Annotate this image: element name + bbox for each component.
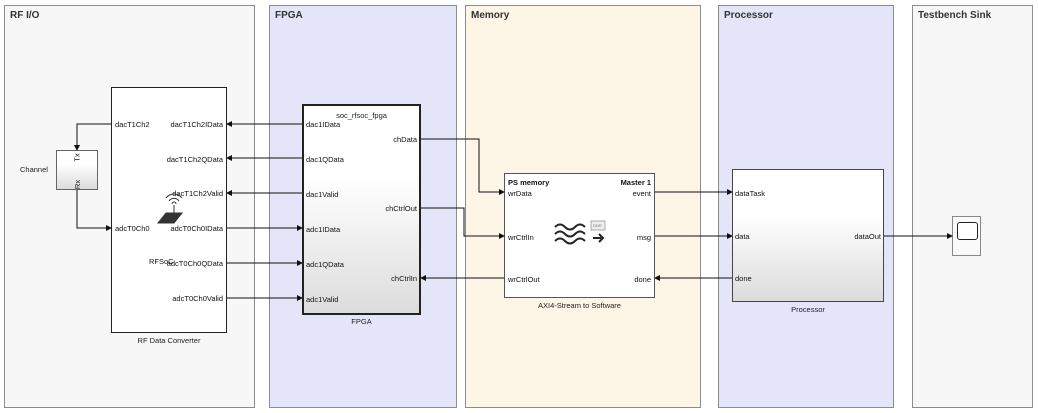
processor-label: Processor: [791, 305, 825, 314]
line-tx-channel: [74, 123, 111, 151]
line-channel-rx: [76, 190, 112, 231]
rfsoc-antenna-icon: [156, 193, 184, 224]
scope-block[interactable]: [952, 216, 981, 256]
line-chctrlout: [421, 207, 505, 239]
area-testbench-sink: Testbench Sink: [912, 5, 1033, 408]
channel-label: Channel: [20, 165, 48, 174]
ddr-chip-label: DDR: [593, 223, 602, 228]
fpga-label: FPGA: [351, 317, 372, 326]
line-chdata: [421, 138, 505, 195]
fpga-block[interactable]: soc_rfsoc_fpga dac1IData dac1QData dac1V…: [302, 104, 421, 315]
stream-waves-icon: [554, 220, 606, 245]
rf-data-converter-block[interactable]: dacT1Ch2 adcT0Ch0 dacT1Ch2IData dacT1Ch2…: [111, 87, 227, 333]
ps-memory-block[interactable]: PS memory Master 1 wrData wrCtrlIn wrCtr…: [504, 173, 655, 298]
processor-block[interactable]: dataTask data done dataOut: [732, 169, 884, 302]
rf-data-converter-label: RF Data Converter: [137, 336, 201, 345]
memory-label: AXI4-Stream to Software: [538, 301, 621, 310]
scope-screen-icon: [957, 222, 978, 240]
